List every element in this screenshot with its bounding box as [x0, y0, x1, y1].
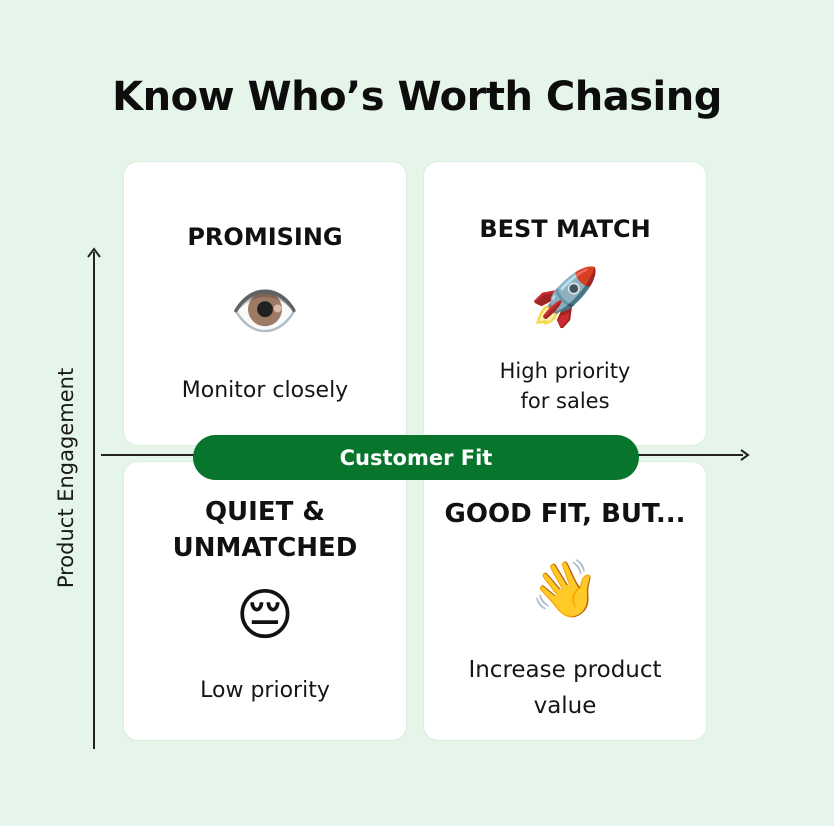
- quadrant-description: Increase product value: [424, 652, 706, 724]
- quadrant-heading: PROMISING: [187, 223, 343, 251]
- quadrant-heading: GOOD FIT, BUT...: [444, 499, 686, 529]
- y-axis-label: Product Engagement: [54, 367, 78, 589]
- description-line: value: [533, 693, 597, 719]
- quadrant-promising: PROMISING 👁️ Monitor closely: [124, 162, 406, 445]
- quadrant-quiet-unmatched: QUIET & UNMATCHED 😔 Low priority: [124, 462, 406, 740]
- x-axis-label: Customer Fit: [339, 445, 493, 470]
- heading-line: QUIET &: [204, 497, 326, 527]
- arrow-right-icon: [740, 449, 750, 461]
- quadrant-heading: QUIET & UNMATCHED: [124, 494, 406, 566]
- description-line: High priority: [499, 359, 631, 383]
- quadrant-heading: BEST MATCH: [479, 215, 651, 243]
- quadrant-description: Low priority: [200, 678, 330, 703]
- description-line: for sales: [520, 389, 610, 413]
- eye-icon: 👁️: [230, 279, 300, 344]
- arrow-up-icon: [87, 247, 101, 258]
- description-line: Increase product: [468, 657, 662, 683]
- page-title: Know Who’s Worth Chasing: [112, 74, 722, 120]
- rocket-icon: 🚀: [530, 265, 600, 330]
- y-axis-line: [93, 252, 95, 749]
- quadrant-description: Monitor closely: [181, 378, 349, 403]
- x-axis-label-pill: Customer Fit: [193, 435, 639, 480]
- waving-hand-icon: 👋: [530, 557, 600, 622]
- quadrant-good-fit-but: GOOD FIT, BUT... 👋 Increase product valu…: [424, 462, 706, 740]
- heading-line: UNMATCHED: [172, 533, 358, 563]
- pensive-face-icon: 😔: [235, 583, 295, 648]
- quadrant-best-match: BEST MATCH 🚀 High priority for sales: [424, 162, 706, 445]
- quadrant-description: High priority for sales: [424, 356, 706, 416]
